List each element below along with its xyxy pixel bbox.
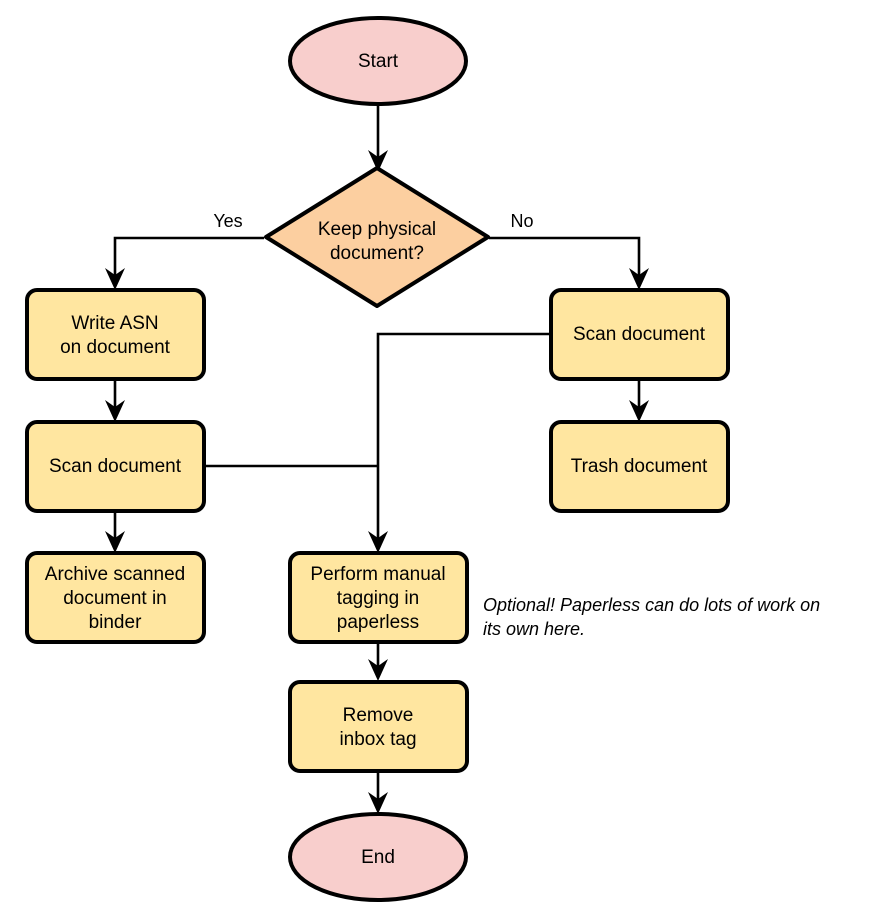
node-scan-document-right-label: Scan document (573, 324, 706, 345)
node-scan-document-left[interactable]: Scan document (25, 420, 206, 513)
node-remove-inbox-tag-label-line1: Remove (343, 705, 414, 726)
node-manual-tagging[interactable]: Perform manual tagging in paperless (288, 551, 469, 644)
edge-scan-right-to-tagging (368, 332, 551, 553)
node-write-asn[interactable]: Write ASN on document (25, 288, 206, 381)
node-end[interactable]: End (288, 812, 468, 902)
node-archive-label-line1: Archive scanned (45, 564, 185, 585)
edge-decision-to-write-asn (105, 236, 264, 290)
remove-inbox-tag-box-shape (288, 680, 469, 773)
node-archive[interactable]: Archive scanned document in binder (25, 551, 206, 644)
edge-write-asn-to-scan-left (105, 379, 125, 422)
node-decision-label-line2: document? (330, 243, 424, 264)
end-ellipse-shape (288, 812, 468, 902)
edge-label-yes: Yes (213, 211, 242, 231)
archive-box-shape (25, 551, 206, 644)
node-trash-document[interactable]: Trash document (549, 420, 730, 513)
node-write-asn-label-line1: Write ASN (71, 313, 158, 334)
node-manual-tagging-label-line3: paperless (337, 612, 419, 633)
edge-tagging-to-remove (368, 643, 388, 681)
node-decision[interactable]: Keep physical document? (264, 166, 490, 308)
scan-document-right-box-shape (549, 288, 730, 381)
start-ellipse-shape (288, 16, 468, 106)
node-archive-label-line2: document in (63, 588, 167, 609)
edge-remove-to-end (368, 772, 388, 814)
annotation-note-line2: its own here. (483, 619, 585, 639)
node-remove-inbox-tag-label-line2: inbox tag (339, 729, 416, 750)
write-asn-box-shape (25, 288, 206, 381)
node-end-label: End (361, 847, 395, 868)
edge-decision-to-scan-right (489, 236, 649, 290)
node-manual-tagging-label-line2: tagging in (337, 588, 419, 609)
node-write-asn-label-line2: on document (60, 337, 171, 358)
node-start-label: Start (358, 51, 399, 72)
node-scan-document-right[interactable]: Scan document (549, 288, 730, 381)
manual-tagging-box-shape (288, 551, 469, 644)
node-trash-document-label: Trash document (571, 456, 708, 477)
edge-label-no: No (510, 211, 533, 231)
node-scan-document-left-label: Scan document (49, 456, 182, 477)
node-remove-inbox-tag[interactable]: Remove inbox tag (288, 680, 469, 773)
edge-scan-left-to-archive (105, 511, 125, 553)
annotation-note: Optional! Paperless can do lots of work … (483, 595, 820, 639)
decision-diamond-shape (264, 166, 490, 308)
edge-start-to-decision (368, 105, 388, 172)
edge-scan-right-to-trash (629, 379, 649, 422)
node-decision-label-line1: Keep physical (318, 219, 436, 240)
annotation-note-line1: Optional! Paperless can do lots of work … (483, 595, 820, 615)
trash-document-box-shape (549, 420, 730, 513)
scan-document-left-box-shape (25, 420, 206, 513)
node-start[interactable]: Start (288, 16, 468, 106)
node-manual-tagging-label-line1: Perform manual (310, 564, 445, 585)
node-archive-label-line3: binder (89, 612, 142, 633)
